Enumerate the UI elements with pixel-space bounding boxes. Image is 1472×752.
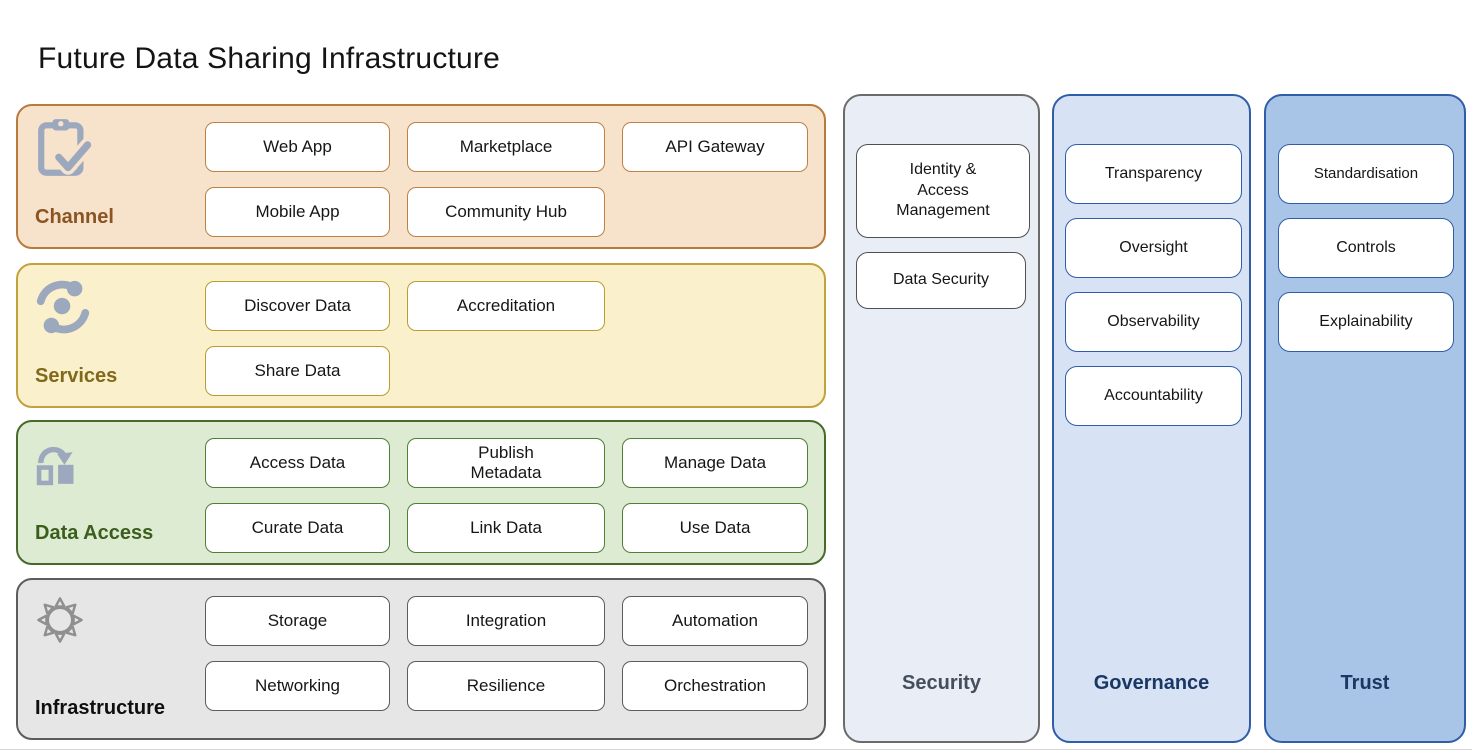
band-label-infrastructure: Infrastructure (35, 697, 166, 719)
box-identity-access-management: Identity & Access Management (856, 144, 1030, 238)
band-channel-boxes: Web App Marketplace API Gateway Mobile A… (205, 122, 808, 237)
box-use-data: Use Data (622, 503, 808, 553)
box-transparency: Transparency (1065, 144, 1242, 204)
box-marketplace: Marketplace (407, 122, 605, 172)
box-curate-data: Curate Data (205, 503, 390, 553)
box-storage: Storage (205, 596, 390, 646)
box-networking: Networking (205, 661, 390, 711)
band-label-services: Services (35, 365, 118, 387)
box-publish-metadata: Publish Metadata (407, 438, 605, 488)
box-orchestration: Orchestration (622, 661, 808, 711)
box-controls: Controls (1278, 218, 1454, 278)
band-channel: Channel Web App Marketplace API Gateway … (16, 104, 826, 249)
band-services-boxes: Discover Data Accreditation Share Data (205, 281, 605, 396)
pillar-governance: Transparency Oversight Observability Acc… (1052, 94, 1251, 743)
pillar-security: Identity & Access Management Data Securi… (843, 94, 1040, 743)
box-web-app: Web App (205, 122, 390, 172)
band-row: Access Data Publish Metadata Manage Data (205, 438, 808, 488)
band-services: Services Discover Data Accreditation Sha… (16, 263, 826, 408)
pillar-trust: Standardisation Controls Explainability … (1264, 94, 1466, 743)
band-row: Discover Data Accreditation (205, 281, 605, 331)
band-infrastructure-boxes: Storage Integration Automation Networkin… (205, 596, 808, 711)
pillar-label-security: Security (902, 672, 981, 694)
band-data-access: Data Access Access Data Publish Metadata… (16, 420, 826, 565)
box-explainability: Explainability (1278, 292, 1454, 352)
band-infrastructure: Infrastructure Storage Integration Autom… (16, 578, 826, 740)
band-row: Web App Marketplace API Gateway (205, 122, 808, 172)
band-label-channel: Channel (35, 206, 114, 228)
band-row: Curate Data Link Data Use Data (205, 503, 808, 553)
box-community-hub: Community Hub (407, 187, 605, 237)
band-label-data-access: Data Access (35, 522, 154, 544)
box-mobile-app: Mobile App (205, 187, 390, 237)
data-transfer-icon (30, 432, 88, 494)
page-bottom-edge (0, 749, 1472, 750)
box-link-data: Link Data (407, 503, 605, 553)
box-standardisation: Standardisation (1278, 144, 1454, 204)
diagram-title: Future Data Sharing Infrastructure (38, 42, 501, 75)
box-share-data: Share Data (205, 346, 390, 396)
box-automation: Automation (622, 596, 808, 646)
band-row: Share Data (205, 346, 605, 396)
band-row: Networking Resilience Orchestration (205, 661, 808, 711)
box-data-security: Data Security (856, 252, 1026, 309)
box-manage-data: Manage Data (622, 438, 808, 488)
box-observability: Observability (1065, 292, 1242, 352)
band-row: Mobile App Community Hub (205, 187, 808, 237)
box-accountability: Accountability (1065, 366, 1242, 426)
box-oversight: Oversight (1065, 218, 1242, 278)
box-api-gateway: API Gateway (622, 122, 808, 172)
clipboard-check-icon (34, 116, 100, 182)
box-access-data: Access Data (205, 438, 390, 488)
box-accreditation: Accreditation (407, 281, 605, 331)
box-integration: Integration (407, 596, 605, 646)
pillar-label-governance: Governance (1093, 672, 1210, 694)
box-resilience: Resilience (407, 661, 605, 711)
sun-icon (30, 590, 90, 650)
share-orbit-icon (30, 277, 96, 339)
band-row: Storage Integration Automation (205, 596, 808, 646)
box-discover-data: Discover Data (205, 281, 390, 331)
band-data-access-boxes: Access Data Publish Metadata Manage Data… (205, 438, 808, 553)
pillar-label-trust: Trust (1340, 672, 1390, 694)
